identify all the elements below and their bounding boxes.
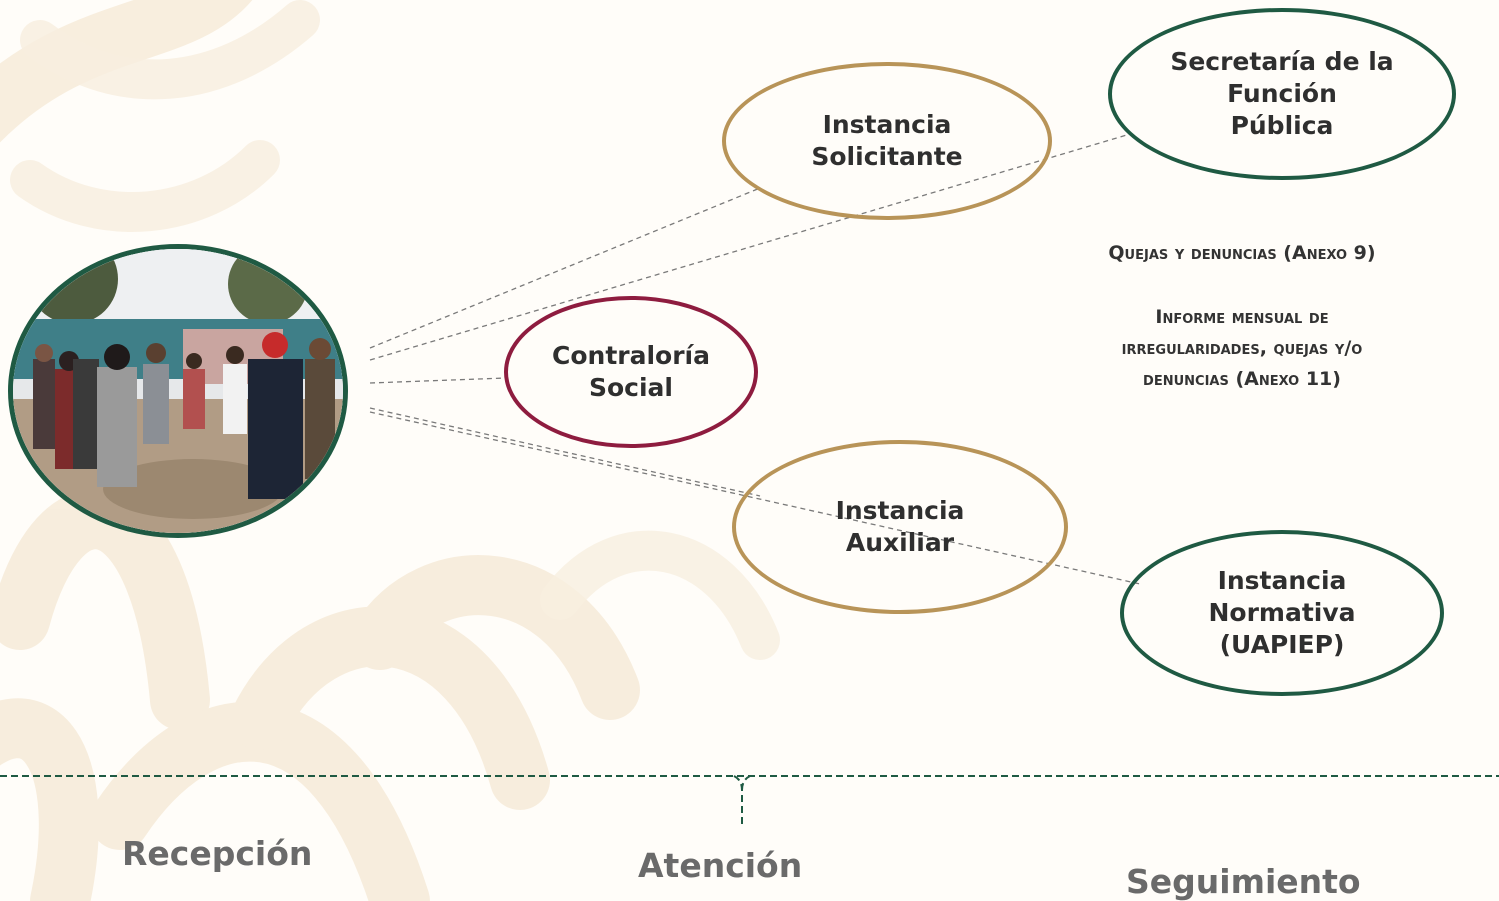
node-instancia-auxiliar-label: Instancia Auxiliar [835, 496, 965, 557]
node-contraloria-social: Contraloría Social [504, 296, 758, 448]
node-instancia-auxiliar: Instancia Auxiliar [732, 440, 1068, 614]
stage-seguimiento: Seguimiento [1126, 862, 1361, 901]
connector-to-contraloria [369, 377, 507, 384]
connector-to-instancia-auxiliar [369, 407, 761, 497]
divider-notch [733, 775, 751, 826]
note-quejas-text: Quejas y denuncias (Anexo 9) [1108, 242, 1376, 264]
note-informe-text: Informe mensual de irregularidades, quej… [1121, 306, 1363, 390]
node-contraloria-label: Contraloría Social [552, 341, 710, 402]
node-secretaria-funcion-publica: Secretaría de la Función Pública [1108, 8, 1456, 180]
node-secretaria-label: Secretaría de la Función Pública [1170, 47, 1394, 140]
node-instancia-normativa: Instancia Normativa (UAPIEP) [1120, 530, 1444, 696]
note-informe: Informe mensual de irregularidades, quej… [1030, 302, 1454, 395]
node-instancia-solicitante: Instancia Solicitante [722, 62, 1052, 220]
stage-atencion: Atención [638, 846, 803, 885]
note-quejas: Quejas y denuncias (Anexo 9) [1030, 238, 1454, 269]
node-instancia-normativa-label: Instancia Normativa (UAPIEP) [1208, 566, 1356, 659]
connector-to-instancia-solicitante [369, 187, 761, 349]
node-instancia-solicitante-label: Instancia Solicitante [811, 110, 963, 171]
stage-recepcion: Recepción [122, 834, 313, 873]
community-photo [8, 244, 348, 538]
